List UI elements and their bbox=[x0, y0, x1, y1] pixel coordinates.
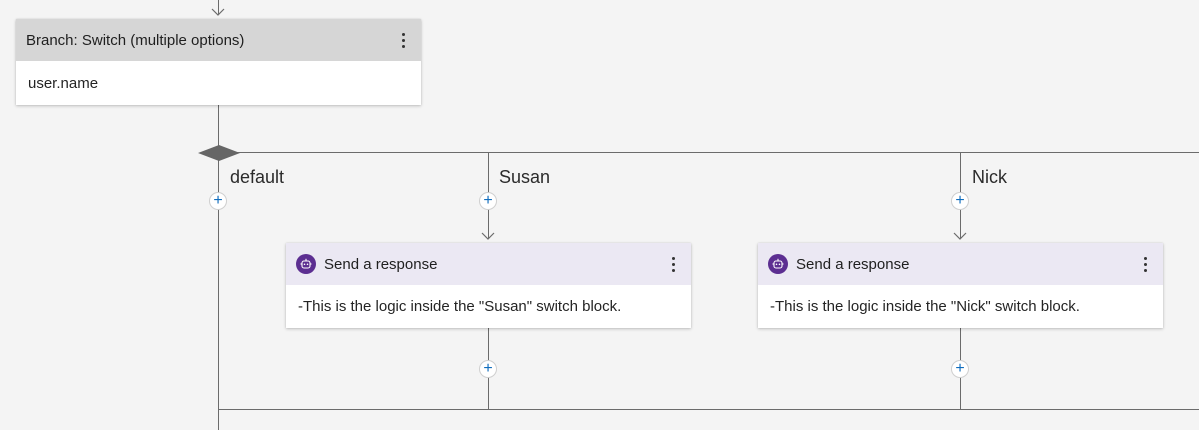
branch-switch-header[interactable]: Branch: Switch (multiple options) bbox=[16, 19, 421, 61]
branch-label-nick: Nick bbox=[972, 167, 1007, 187]
branch-switch-node[interactable]: Branch: Switch (multiple options) user.n… bbox=[16, 19, 421, 105]
switch-diamond-icon bbox=[198, 145, 240, 161]
send-response-body: -This is the logic inside the "Susan" sw… bbox=[286, 285, 691, 328]
connector-horizontal-top bbox=[218, 152, 1199, 153]
send-response-header[interactable]: Send a response bbox=[758, 243, 1163, 285]
connector-horizontal-bottom bbox=[218, 409, 1199, 410]
connector-branch-main bbox=[218, 105, 219, 430]
add-action-button-susan-after[interactable]: + bbox=[479, 360, 497, 378]
bot-icon bbox=[296, 254, 316, 274]
more-options-icon[interactable] bbox=[1137, 254, 1153, 274]
add-action-button-nick[interactable]: + bbox=[951, 192, 969, 210]
branch-switch-value: user.name bbox=[16, 61, 421, 105]
send-response-card-nick[interactable]: Send a response -This is the logic insid… bbox=[758, 243, 1163, 328]
branch-label-default: default bbox=[230, 167, 285, 187]
add-action-button-nick-after[interactable]: + bbox=[951, 360, 969, 378]
send-response-body: -This is the logic inside the "Nick" swi… bbox=[758, 285, 1163, 328]
send-response-text: -This is the logic inside the "Susan" sw… bbox=[298, 298, 622, 315]
branch-label-susan: Susan bbox=[499, 167, 551, 187]
more-options-icon[interactable] bbox=[665, 254, 681, 274]
add-action-button-susan[interactable]: + bbox=[479, 192, 497, 210]
bot-icon bbox=[768, 254, 788, 274]
branch-switch-title: Branch: Switch (multiple options) bbox=[26, 31, 245, 49]
send-response-title: Send a response bbox=[324, 255, 438, 273]
send-response-card-susan[interactable]: Send a response -This is the logic insid… bbox=[286, 243, 691, 328]
send-response-text: -This is the logic inside the "Nick" swi… bbox=[770, 298, 1080, 315]
more-options-icon[interactable] bbox=[395, 30, 411, 50]
send-response-title: Send a response bbox=[796, 255, 910, 273]
branch-switch-expression: user.name bbox=[28, 74, 99, 92]
connector-top bbox=[218, 0, 219, 14]
send-response-header[interactable]: Send a response bbox=[286, 243, 691, 285]
add-action-button-default[interactable]: + bbox=[209, 192, 227, 210]
